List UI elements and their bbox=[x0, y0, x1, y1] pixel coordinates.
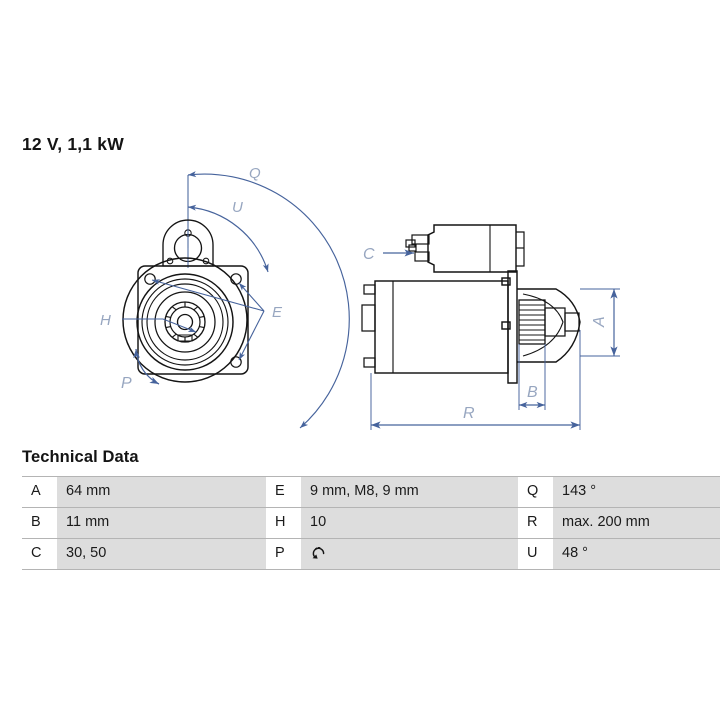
spec-key: H bbox=[266, 507, 301, 539]
spec-key: P bbox=[266, 538, 301, 570]
dimension-p: P bbox=[121, 348, 160, 392]
spec-key: U bbox=[518, 538, 553, 570]
technical-data-heading: Technical Data bbox=[22, 448, 139, 466]
side-flange bbox=[501, 270, 518, 384]
shaft-end bbox=[564, 312, 580, 332]
technical-data-section: Technical Data A 64 mm E 9 mm, M8, 9 mm … bbox=[0, 448, 720, 570]
spec-value: max. 200 mm bbox=[553, 507, 720, 539]
dimension-a: A bbox=[580, 288, 620, 357]
p-rotation-arc bbox=[133, 348, 160, 385]
pinion-teeth-block bbox=[518, 299, 546, 345]
technical-data-table: A 64 mm E 9 mm, M8, 9 mm Q 143 ° B 11 mm… bbox=[22, 476, 720, 570]
flange-bolt-hole-bottom-right bbox=[230, 356, 242, 368]
b-label: B bbox=[527, 384, 538, 401]
q-label: Q bbox=[249, 165, 261, 182]
drive-housing-circle bbox=[122, 257, 248, 383]
c-label: C bbox=[363, 246, 375, 263]
q-arc bbox=[187, 171, 350, 429]
dimension-b: B bbox=[518, 344, 546, 410]
flange-plate bbox=[137, 265, 249, 375]
e-leader-1 bbox=[151, 279, 265, 312]
spec-key: A bbox=[22, 476, 57, 508]
table-row: A 64 mm E 9 mm, M8, 9 mm Q 143 ° bbox=[22, 476, 720, 508]
pinion-ring-4 bbox=[154, 291, 216, 353]
flange-bolt-hole-top-left bbox=[144, 273, 156, 285]
terminal-50 bbox=[414, 251, 430, 262]
nose-cone-outline bbox=[517, 288, 581, 363]
drive-end-housing bbox=[517, 288, 581, 363]
product-title: 12 V, 1,1 kW bbox=[22, 134, 124, 154]
spec-value: 10 bbox=[301, 507, 518, 539]
dimension-e bbox=[151, 279, 265, 361]
flange-lug-top bbox=[501, 277, 511, 286]
a-label: A bbox=[591, 316, 608, 328]
pinion-keyway-detail bbox=[177, 334, 193, 342]
dimension-r: R bbox=[370, 330, 581, 430]
pinion-ring-outer bbox=[136, 273, 234, 371]
spec-value: 30, 50 bbox=[57, 538, 266, 570]
solenoid-dome bbox=[162, 219, 214, 267]
pinion-ring-3 bbox=[146, 283, 224, 361]
p-label: P bbox=[121, 375, 132, 392]
terminal-30-stud bbox=[405, 239, 416, 248]
spec-key: Q bbox=[518, 476, 553, 508]
technical-drawing: Q U bbox=[100, 165, 620, 430]
spec-key: E bbox=[266, 476, 301, 508]
front-view-group: Q U bbox=[100, 165, 350, 429]
e-leader-3 bbox=[238, 310, 265, 361]
pinion-ring-2 bbox=[141, 278, 229, 366]
flange-outline bbox=[122, 257, 249, 383]
brush-end-tab-top bbox=[363, 284, 376, 295]
solenoid-side-outline bbox=[427, 224, 517, 273]
shaft-bore bbox=[176, 313, 194, 331]
brush-end-cover bbox=[361, 304, 376, 332]
dimension-c: C bbox=[363, 246, 414, 263]
pinion-hub bbox=[544, 307, 566, 337]
flange-plate-side bbox=[507, 270, 518, 384]
spec-value: 11 mm bbox=[57, 507, 266, 539]
motor-body-outline bbox=[374, 280, 509, 374]
flange-bolt-hole-top-right bbox=[230, 273, 242, 285]
flange-lug-mid bbox=[501, 321, 511, 330]
nose-cone-inner-contour bbox=[522, 293, 564, 357]
spec-value: 48 ° bbox=[553, 538, 720, 570]
spec-key: R bbox=[518, 507, 553, 539]
spec-key: C bbox=[22, 538, 57, 570]
table-row: C 30, 50 P U 48 ° bbox=[22, 538, 720, 570]
e-leader-2 bbox=[238, 282, 265, 312]
dimension-h: H bbox=[100, 312, 197, 333]
pinion-tooth-lines bbox=[519, 304, 545, 341]
spec-value: 143 ° bbox=[553, 476, 720, 508]
counterclockwise-rotation-icon bbox=[310, 545, 327, 562]
brush-end-tab-bottom bbox=[363, 357, 376, 368]
e-label: E bbox=[272, 304, 283, 321]
solenoid-terminals bbox=[405, 234, 430, 262]
motor-housing bbox=[374, 280, 509, 374]
spec-value-rotation bbox=[301, 538, 518, 570]
pinion-front-rings bbox=[136, 273, 234, 371]
u-arc bbox=[187, 204, 269, 273]
dimension-u: U bbox=[187, 199, 269, 273]
pinion-teeth bbox=[165, 302, 205, 342]
spec-value: 9 mm, M8, 9 mm bbox=[301, 476, 518, 508]
solenoid-end-cap bbox=[516, 231, 525, 267]
spec-value: 64 mm bbox=[57, 476, 266, 508]
spec-key: B bbox=[22, 507, 57, 539]
pinion-gear-side bbox=[518, 299, 580, 345]
table-row: B 11 mm H 10 R max. 200 mm bbox=[22, 507, 720, 539]
h-label: H bbox=[100, 312, 111, 329]
h-leader-line bbox=[122, 318, 197, 333]
solenoid-body bbox=[427, 224, 517, 273]
side-view-group: C bbox=[361, 224, 620, 430]
pinion-root-circle bbox=[169, 306, 201, 338]
u-label: U bbox=[232, 199, 243, 216]
r-label: R bbox=[463, 405, 475, 422]
